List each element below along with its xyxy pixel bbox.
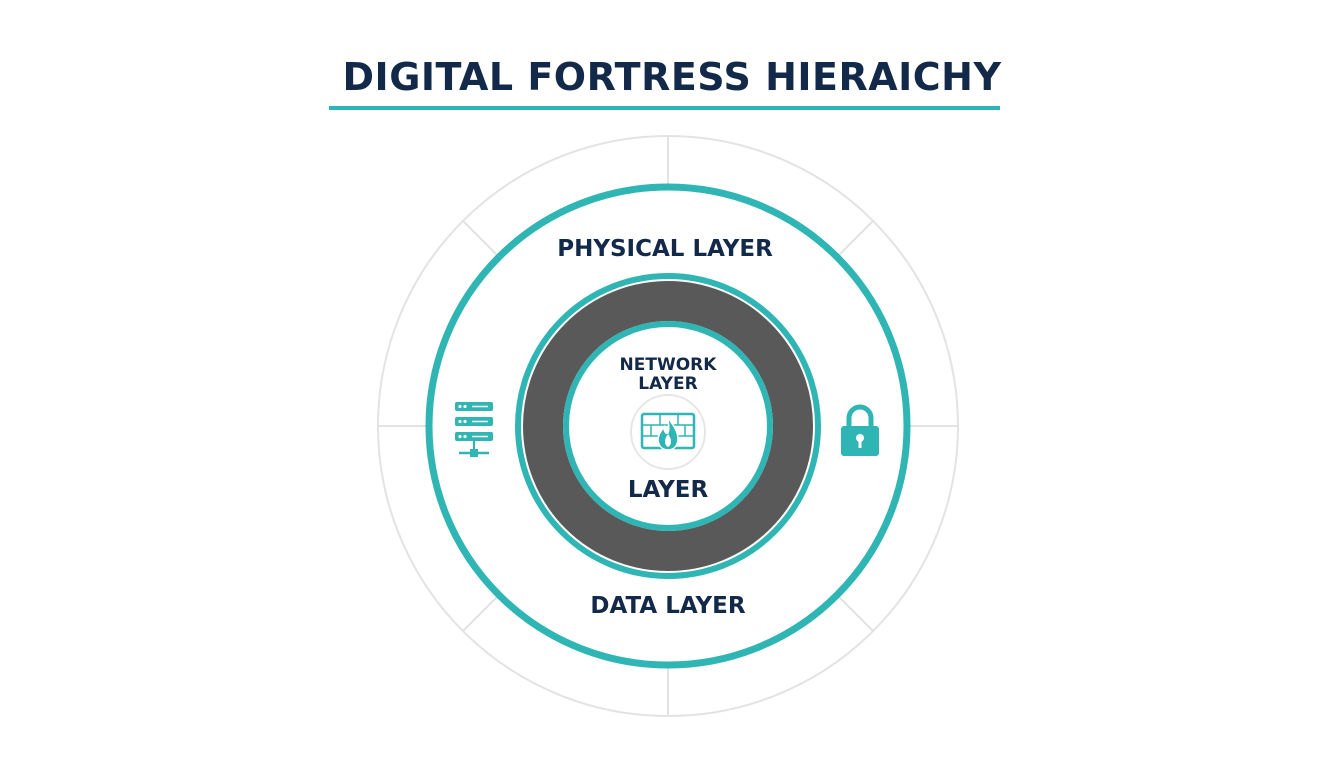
guide-spokes [378,136,958,716]
server-led [463,419,467,424]
center-icon-backdrop [630,394,706,470]
physical-layer-label: PHYSICAL LAYER [557,236,773,262]
padlock-shackle [846,404,874,427]
inner-layer-label: LAYER [628,477,709,503]
network-layer-outer-ring [515,273,821,579]
page-title: DIGITAL FORTRESS HIERAICHY [342,55,1002,99]
server-led [463,404,467,409]
network-layer-label-line1: NETWORK [620,355,718,375]
guide-spoke-top-left [462,220,501,259]
firewall-flame-core [665,434,671,447]
network-layer-band [523,281,813,571]
padlock-keyhole [856,434,864,442]
padlock-keyhole-slot [858,439,862,448]
guide-spoke-bottom-right [835,593,874,632]
guide-spoke-top-right [835,220,874,259]
guide-spoke-bottom-left [462,593,501,632]
title-underline [329,106,1000,110]
network-layer-label-line2: LAYER [638,374,697,394]
server-rack-icon [455,402,493,457]
data-layer-label: DATA LAYER [590,593,745,619]
padlock-icon [841,404,879,456]
server-network-node [470,449,478,457]
server-led [458,419,462,424]
server-led [463,434,467,439]
server-led [458,434,462,439]
firewall-icon [640,412,696,451]
server-led [458,404,462,409]
firewall-flame [657,415,679,451]
